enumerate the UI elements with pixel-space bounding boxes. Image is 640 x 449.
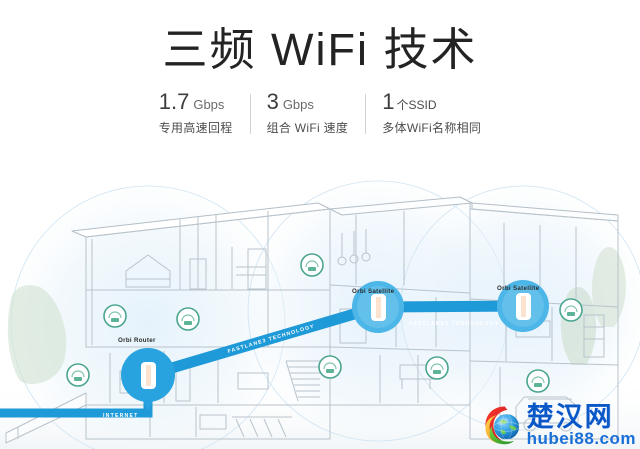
porch-ramp	[5, 392, 87, 444]
node-satellite-2-label: Orbi Satellite	[497, 285, 540, 292]
page-title: 三频 WiFi 技术	[162, 24, 478, 75]
right-block-outline	[469, 208, 619, 440]
center-bench-legs	[401, 379, 431, 389]
client-device-badges	[66, 253, 583, 393]
wan-uplink-label: INTERNET	[103, 413, 139, 419]
stat-backhaul-unit: Gbps	[193, 96, 225, 112]
staircase-steps	[286, 360, 320, 398]
stat-ssid-number: 1	[382, 88, 395, 114]
right-shelf-lines	[584, 326, 604, 340]
pendant-lamp-2	[349, 254, 359, 264]
device-badge-8	[526, 369, 550, 393]
device-badge-2	[176, 307, 200, 331]
link-horizontal-label: FASTLANE3 TECHNOLOGY	[409, 321, 500, 327]
node-satellite-2-device-stripe	[521, 296, 526, 317]
car-wheel-rear	[559, 418, 573, 432]
stat-backhaul-label: 专用高速回程	[158, 120, 233, 135]
pendant-lamp-3	[361, 252, 371, 262]
stat-combined-speed-number: 3	[266, 88, 279, 114]
dining-chairs	[235, 418, 287, 438]
roof-edge-under-left	[85, 208, 331, 238]
device-badge-5	[318, 355, 342, 379]
device-badge-3	[66, 363, 90, 387]
device-badge-4	[300, 253, 324, 277]
right-shelf	[583, 314, 605, 358]
mid-table	[237, 372, 269, 390]
watermark-site-domain: hubei88.com	[526, 428, 636, 448]
house-diagram	[0, 175, 640, 449]
tree-right	[560, 287, 597, 365]
stat-ssid-label: 多体WiFi名称相同	[382, 120, 482, 135]
pendant-lamp-1	[337, 256, 347, 266]
site-watermark: 楚汉网 hubei88.com	[483, 403, 636, 447]
device-badge-7	[559, 298, 583, 322]
node-satellite-2	[497, 280, 549, 332]
tree-left	[7, 285, 67, 385]
watermark-text: 楚汉网 hubei88.com	[527, 404, 636, 447]
car-wheel-front	[523, 418, 537, 432]
node-satellite-1-label: Orbi Satellite	[352, 288, 395, 295]
node-router-device-stripe	[146, 365, 151, 386]
node-satellite-1-device-stripe	[376, 297, 381, 318]
pendant-cords	[341, 229, 367, 257]
node-router	[121, 348, 175, 411]
globe-swirl-logo	[485, 406, 519, 445]
link-router-to-satellite-1	[146, 301, 380, 381]
stat-combined-speed-unit: Gbps	[282, 96, 314, 112]
staircase-rail	[285, 360, 299, 402]
center-floor-mid	[329, 346, 471, 352]
right-floor-mid	[469, 360, 619, 366]
upper-door	[247, 248, 267, 290]
node-router-label: Orbi Router	[118, 337, 156, 344]
watermark-site-name-cn: 楚汉网	[526, 401, 614, 433]
center-floor-upper	[329, 284, 471, 294]
stat-combined-speed-label: 组合 WiFi 速度	[266, 120, 349, 135]
mesh-nodes	[121, 280, 549, 411]
stat-ssid-unit: 个SSID	[396, 97, 437, 112]
node-satellite-1	[352, 281, 404, 333]
device-badge-1	[103, 304, 127, 328]
house-structure	[5, 196, 619, 444]
device-badge-6	[425, 356, 449, 380]
upper-cabinet	[189, 258, 207, 290]
stat-backhaul-number: 1.7	[158, 88, 190, 114]
node-router-pointer	[141, 397, 155, 411]
ground-counter	[199, 414, 227, 430]
